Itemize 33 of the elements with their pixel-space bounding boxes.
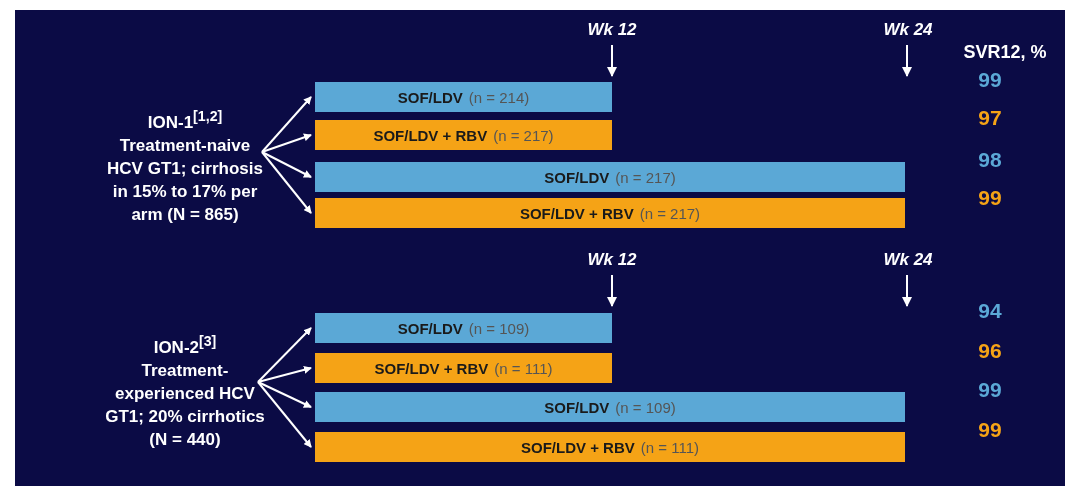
arrow bbox=[261, 96, 312, 153]
arrow bbox=[261, 151, 312, 214]
arrow bbox=[257, 365, 312, 383]
svr-value: 99 bbox=[977, 378, 1003, 402]
column-header: SVR12, % bbox=[962, 42, 1048, 63]
week-label: Wk 24 bbox=[882, 20, 934, 40]
arrow bbox=[257, 381, 312, 408]
arm-bar: SOF/LDV (n = 214) bbox=[315, 82, 612, 112]
arm-bar: SOF/LDV + RBV (n = 217) bbox=[315, 198, 905, 228]
arrow bbox=[257, 327, 312, 383]
svr-value: 96 bbox=[977, 339, 1003, 363]
arm-bar: SOF/LDV (n = 109) bbox=[315, 313, 612, 343]
svr-value: 99 bbox=[977, 68, 1003, 92]
svr-value: 94 bbox=[977, 299, 1003, 323]
week-label: Wk 24 bbox=[882, 250, 934, 270]
week-label: Wk 12 bbox=[586, 20, 638, 40]
arm-bar: SOF/LDV + RBV (n = 217) bbox=[315, 120, 612, 150]
arrow bbox=[261, 151, 312, 178]
study-name: ION-2$^{[3]}$ bbox=[152, 332, 218, 359]
svr-value: 99 bbox=[977, 418, 1003, 442]
arm-bar: SOF/LDV + RBV (n = 111) bbox=[315, 432, 905, 462]
svr-value: 99 bbox=[977, 186, 1003, 210]
svr-value: 98 bbox=[977, 148, 1003, 172]
study-description: Treatment-naive HCV GT1; cirrhosis in 15% to 17% per arm (N = 865) bbox=[106, 134, 264, 226]
arm-bar: SOF/LDV (n = 109) bbox=[315, 392, 905, 422]
arm-bar: SOF/LDV (n = 217) bbox=[315, 162, 905, 192]
study-name: ION-1$^{[1,2]}$ bbox=[146, 107, 224, 134]
study-description: Treatment-experienced HCV GT1; 20% cirrhotics (N = 440) bbox=[104, 359, 266, 451]
svr-value: 97 bbox=[977, 106, 1003, 130]
arm-bar: SOF/LDV + RBV (n = 111) bbox=[315, 353, 612, 383]
arrow bbox=[257, 381, 312, 448]
week-label: Wk 12 bbox=[586, 250, 638, 270]
arrow bbox=[261, 133, 312, 153]
